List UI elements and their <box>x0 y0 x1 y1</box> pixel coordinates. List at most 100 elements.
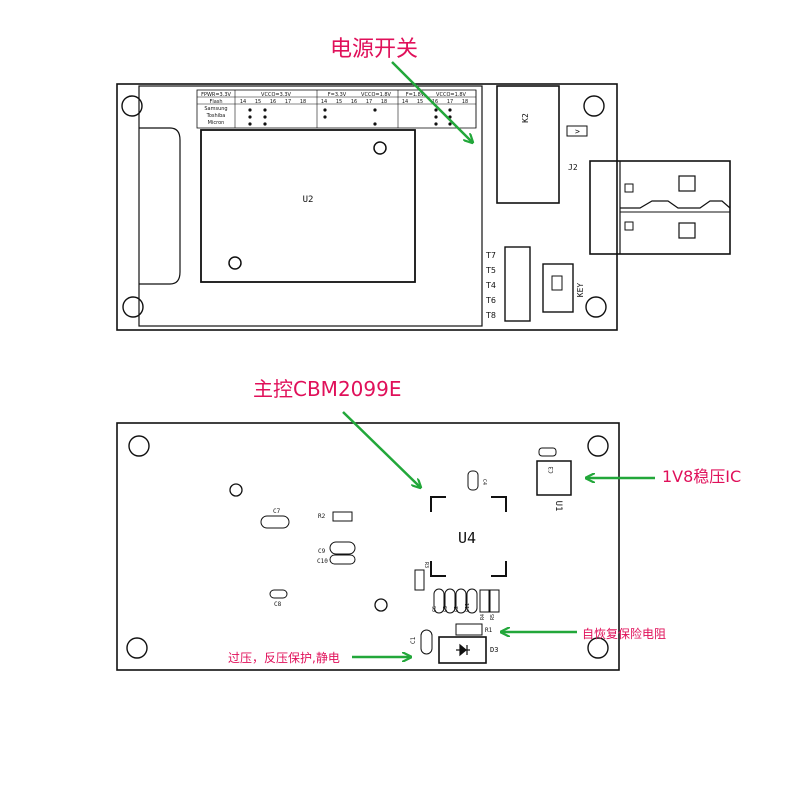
key-label: KEY <box>576 283 585 298</box>
r5-resistor <box>489 589 500 613</box>
test-point-label: T4 <box>485 281 496 290</box>
table-group-header: FPWR=3.3V <box>201 92 231 98</box>
mounting-hole <box>587 435 609 457</box>
fuse-annotation: 自恢复保险电阻 <box>582 626 666 641</box>
top-board-inner-frame <box>138 85 483 327</box>
test-point-label: T6 <box>485 296 496 305</box>
table-group-header: F=1.8V <box>406 92 425 98</box>
key-switch <box>542 263 574 313</box>
table-dot <box>434 115 438 119</box>
top-board-outline <box>116 83 618 331</box>
table-dot <box>373 122 377 126</box>
table-row-label: Micron <box>208 120 225 126</box>
table-column-label: 18 <box>462 99 468 105</box>
d3-label: D3 <box>490 646 498 654</box>
table-dot <box>263 122 267 126</box>
c9-label: C9 <box>318 548 326 555</box>
mounting-hole <box>122 296 144 318</box>
table-column-label: 14 <box>240 99 246 105</box>
c4-label: C4 <box>481 479 487 485</box>
table-row-label: Toshiba <box>206 113 226 119</box>
table-column-label: 15 <box>417 99 423 105</box>
u2-chip <box>200 129 416 283</box>
table-dot <box>434 122 438 126</box>
protection-annotation: 过压，反压保护,静电 <box>228 651 340 665</box>
c1-capacitor <box>420 629 433 655</box>
j2-jumper-arrow: > <box>575 127 580 136</box>
table-column-label: 14 <box>402 99 408 105</box>
table-column-label: 18 <box>300 99 306 105</box>
table-dot <box>448 108 452 112</box>
table-column-label: 15 <box>255 99 261 105</box>
table-column-label: 16 <box>432 99 438 105</box>
table-dot <box>434 108 438 112</box>
k2-label: K2 <box>521 113 530 123</box>
mounting-hole <box>587 637 609 659</box>
table-row-label: Flash <box>209 99 222 105</box>
voltage-table <box>196 89 477 129</box>
mounting-hole <box>583 95 605 117</box>
table-dot <box>248 115 252 119</box>
table-column-label: 16 <box>351 99 357 105</box>
r1-fuse <box>455 623 483 636</box>
table-column-label: 14 <box>321 99 327 105</box>
c9-capacitor <box>329 541 356 555</box>
c6-capacitor <box>433 588 445 614</box>
u1-regulator <box>538 447 557 457</box>
table-dot <box>323 115 327 119</box>
d3-diode <box>438 636 487 664</box>
table-dot <box>248 122 252 126</box>
regulator-annotation: 1V8稳压IC <box>662 467 741 486</box>
c5-capacitor <box>444 588 456 614</box>
mounting-hole <box>128 435 150 457</box>
r2-resistor <box>332 511 353 522</box>
c10-capacitor <box>329 554 356 565</box>
u2-label: U2 <box>303 195 314 205</box>
r2-label: R2 <box>318 513 326 520</box>
table-dot <box>263 108 267 112</box>
mounting-hole <box>121 95 143 117</box>
table-row-label: Samsung <box>204 106 227 112</box>
c2-label: C2 <box>454 606 460 612</box>
c2-capacitor <box>455 588 467 614</box>
c3-top-label: C3 <box>548 466 555 474</box>
c5-label: C5 <box>443 606 449 612</box>
u4-label: U4 <box>458 529 476 547</box>
table-dot <box>248 108 252 112</box>
main-controller-arrow <box>342 411 420 487</box>
key-switch-button <box>551 275 563 291</box>
table-column-label: 15 <box>336 99 342 105</box>
u1-regulator-body <box>536 460 572 496</box>
table-column-label: 17 <box>447 99 453 105</box>
diode-symbol-icon <box>456 643 470 657</box>
c7-capacitor <box>260 515 290 529</box>
j2-jumper <box>566 125 588 137</box>
j2-label: J2 <box>568 163 578 172</box>
c4-capacitor <box>467 470 479 491</box>
r4-label: R4 <box>480 614 486 620</box>
table-dot <box>263 115 267 119</box>
r5-label: R5 <box>490 614 496 620</box>
bottom-board-outline <box>116 422 620 671</box>
table-group-header: VCCO=1.8V <box>436 92 466 98</box>
u1-label: U1 <box>553 501 563 512</box>
r3-label: R3 <box>423 562 429 568</box>
power-switch-arrow <box>391 61 472 142</box>
test-point-label: T5 <box>485 266 496 275</box>
c7-label: C7 <box>273 508 281 515</box>
c8-label: C8 <box>274 601 282 608</box>
r4-resistor <box>479 589 490 613</box>
power-switch-annotation: 电源开关 <box>330 37 418 62</box>
via-hole <box>374 598 388 612</box>
c1-label: C1 <box>410 636 417 644</box>
c6-label: C6 <box>432 606 438 612</box>
test-point-label: T8 <box>485 311 496 320</box>
mounting-hole <box>585 296 607 318</box>
k2-relay <box>496 85 560 204</box>
pin1-marker <box>228 256 242 270</box>
u4-chip <box>430 496 507 577</box>
table-group-header: VCCO=1.8V <box>361 92 391 98</box>
table-group-header: VCCO=3.3V <box>261 92 291 98</box>
